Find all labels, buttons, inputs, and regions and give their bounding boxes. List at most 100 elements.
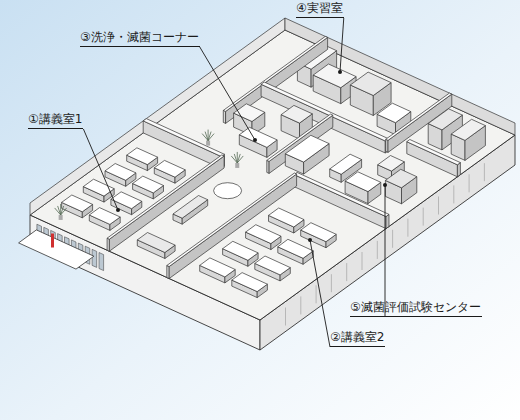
box-top	[377, 103, 411, 123]
leader-dot	[308, 238, 312, 242]
box-top	[407, 140, 461, 165]
desk	[232, 273, 268, 298]
box-top	[269, 208, 305, 227]
floor	[30, 30, 515, 320]
box-top	[350, 72, 391, 95]
facade-mullion	[469, 174, 470, 192]
facade-mullion	[285, 308, 286, 326]
sofa	[173, 196, 208, 225]
furniture	[55, 36, 486, 297]
leaf	[208, 134, 214, 141]
box-top	[154, 160, 185, 177]
leaf	[61, 208, 67, 215]
box-top	[223, 241, 259, 260]
box-top	[62, 195, 93, 212]
leaf	[205, 132, 208, 141]
leaf	[237, 156, 243, 163]
plant	[202, 130, 214, 146]
test-equipment	[385, 169, 416, 204]
leader-line	[340, 18, 344, 72]
sofa	[137, 233, 175, 259]
box-top	[143, 119, 224, 157]
box-top	[167, 173, 297, 267]
box-top	[239, 127, 277, 147]
work-bench	[239, 127, 277, 157]
box-top	[330, 154, 362, 174]
facade-mullion	[362, 252, 363, 270]
box-side	[167, 266, 169, 279]
desk	[154, 160, 185, 183]
box-top	[83, 179, 114, 196]
leaf	[234, 154, 237, 163]
box-top	[173, 196, 208, 219]
desk	[89, 208, 120, 231]
facade-mullion	[331, 274, 332, 292]
desk	[105, 164, 136, 187]
box-top	[133, 176, 164, 193]
facade-mullion	[392, 230, 393, 248]
pot	[206, 141, 210, 146]
partition-wall	[407, 140, 461, 177]
callout-label: ②講義室2	[330, 330, 385, 347]
leaf	[58, 206, 61, 215]
partition-wall	[267, 114, 333, 173]
box-top	[385, 169, 416, 188]
callout-label: ⑤滅菌評価試験センター	[350, 300, 482, 317]
leader-lines	[83, 18, 387, 347]
leader-dot	[253, 138, 257, 142]
partition-wall	[167, 173, 297, 279]
box-top	[127, 148, 158, 165]
plant	[55, 204, 67, 220]
work-bench	[285, 135, 329, 174]
facade-mullion	[316, 285, 317, 303]
callout-label: ④実習室	[296, 1, 344, 18]
pot	[59, 215, 63, 220]
pot	[235, 163, 239, 168]
box-top	[255, 256, 290, 275]
box-top	[232, 273, 268, 292]
box-side	[294, 175, 386, 229]
desk	[200, 258, 236, 283]
box-top	[428, 109, 462, 130]
box-top	[451, 119, 485, 140]
desk	[255, 256, 290, 281]
desk	[278, 239, 314, 264]
box-top	[137, 233, 175, 253]
leader-dot	[338, 70, 342, 74]
box-top	[278, 239, 314, 258]
box-side	[169, 174, 296, 279]
leader-line	[83, 129, 118, 210]
window	[99, 253, 104, 271]
desk	[223, 241, 259, 266]
desk	[127, 148, 158, 171]
leader-line	[310, 240, 330, 347]
facade-mullion	[377, 241, 378, 259]
facade-mullion	[407, 219, 408, 237]
facade-mullion	[438, 197, 439, 215]
round-table	[214, 183, 242, 199]
box-top	[105, 164, 136, 181]
box-top	[378, 156, 405, 172]
box-top	[294, 172, 389, 216]
box-top	[111, 192, 142, 209]
box-top	[281, 105, 312, 123]
box-top	[200, 258, 236, 277]
plant	[231, 152, 243, 168]
desk	[133, 176, 164, 199]
callout-label: ③洗浄・滅菌コーナー	[80, 30, 200, 47]
callout-label: ①講義室1	[28, 112, 83, 129]
box-top	[313, 64, 356, 88]
desk	[246, 225, 281, 250]
box-side	[269, 115, 333, 173]
leader-line	[385, 185, 386, 317]
desk	[269, 208, 305, 233]
leader-line	[200, 47, 255, 140]
facade-mullion	[423, 208, 424, 226]
desk	[301, 223, 337, 248]
leader-dot	[383, 183, 387, 187]
box-top	[285, 135, 329, 162]
box-top	[246, 225, 281, 244]
